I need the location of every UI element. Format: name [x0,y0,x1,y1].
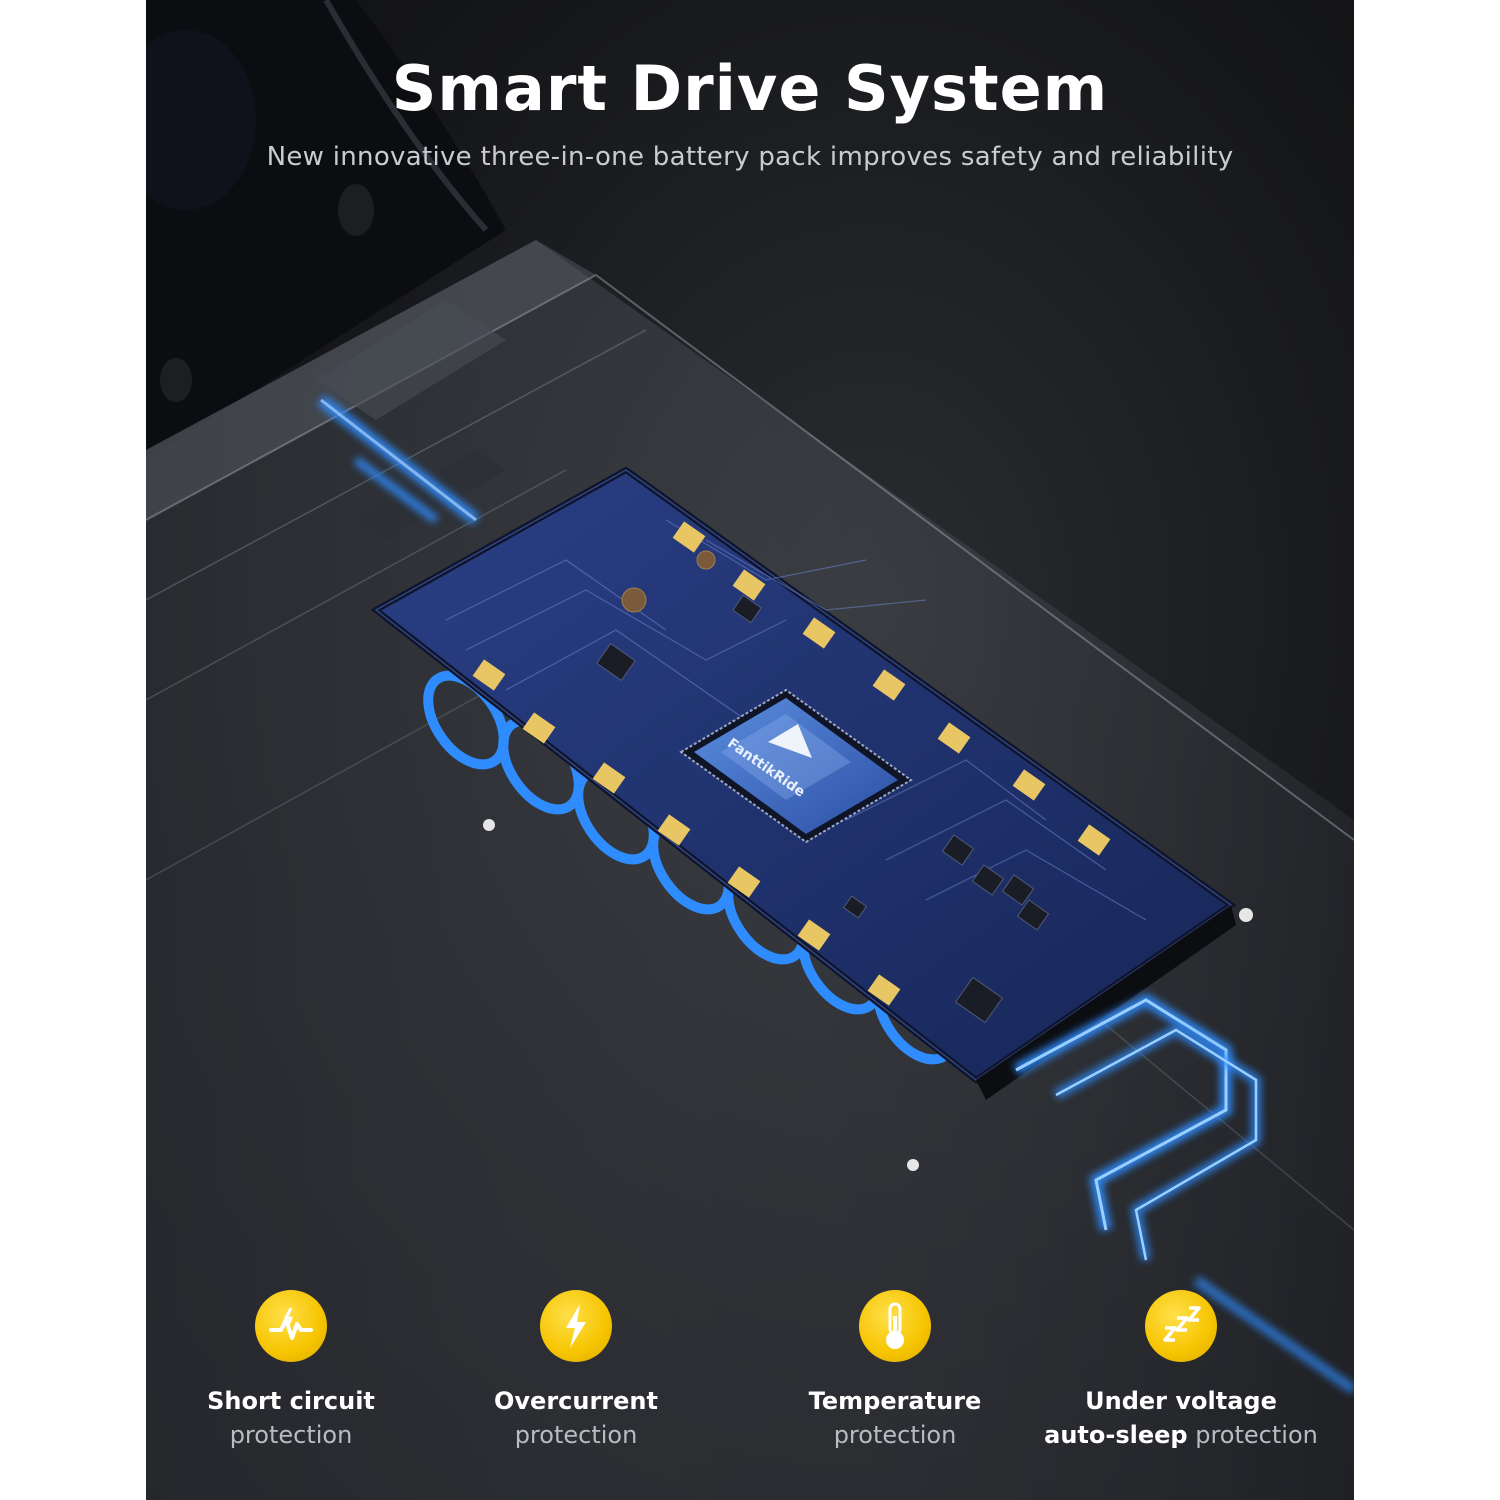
feature-title: Short circuit [207,1387,375,1415]
feature-short-circuit: Short circuit protection [146,1290,441,1450]
page-subtitle: New innovative three-in-one battery pack… [266,142,1234,172]
battery-pack-illustration [146,0,1354,1500]
short-circuit-icon [255,1290,327,1362]
glow-lines-bottom [1013,993,1354,1395]
gold-pads [472,521,1111,1006]
feature-subtitle: protection [229,1421,353,1449]
feature-subtitle-bold: auto-sleep [1044,1421,1188,1449]
feature-title: Temperature [808,1387,982,1415]
lightning-icon [540,1290,612,1362]
sleep-zzz-icon [1145,1290,1217,1362]
page-title: Smart Drive System [391,52,1109,125]
feature-temperature: Temperature protection [745,1290,1045,1450]
feature-subtitle: auto-sleep protection [1031,1420,1331,1450]
glow-lines-top [317,395,480,525]
feature-subtitle-rest: protection [1195,1421,1318,1449]
components [596,550,1050,1024]
thermometer-icon [859,1290,931,1362]
features-row: Short circuit protection Overcurrent pro… [146,1290,1354,1460]
feature-title: Overcurrent [494,1387,658,1415]
feature-under-voltage: Under voltage auto-sleep protection [1031,1290,1331,1450]
main-chip [679,688,913,844]
feature-title: Under voltage [1085,1387,1277,1415]
feature-overcurrent: Overcurrent protection [426,1290,726,1450]
feature-subtitle: protection [514,1421,638,1449]
product-scene: FanttikRide Smart Drive System New innov… [146,0,1354,1500]
feature-subtitle: protection [833,1421,957,1449]
